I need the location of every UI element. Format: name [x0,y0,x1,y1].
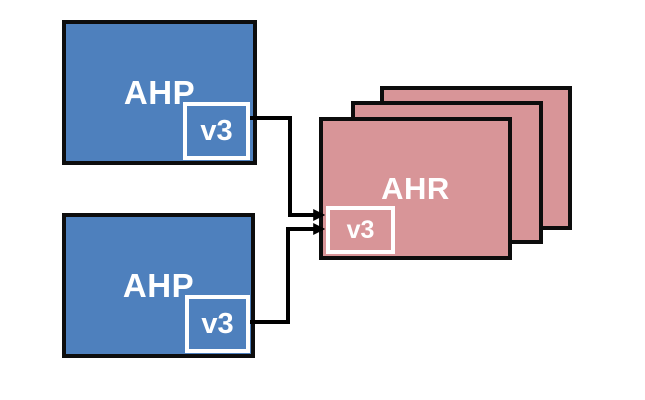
ahp-top-version-badge: v3 [183,102,250,160]
ahr-version-label: v3 [346,215,375,244]
ahp-node-top: AHP v3 [62,20,257,165]
ahp-bottom-version-badge: v3 [185,295,250,353]
ahr-label: AHR [381,171,450,206]
ahp-bottom-version-label: v3 [201,307,234,340]
ahp-node-bottom: AHP v3 [62,213,255,358]
ahp-top-version-label: v3 [200,114,233,147]
connector-ahp-top-to-ahr [250,116,326,221]
ahr-version-badge: v3 [326,206,395,254]
ahp-bottom-label: AHP [122,267,195,304]
ahp-top-label: AHP [123,74,196,111]
ahr-node-front: AHR v3 [319,117,512,260]
connector-ahp-bottom-to-ahr [250,223,326,324]
